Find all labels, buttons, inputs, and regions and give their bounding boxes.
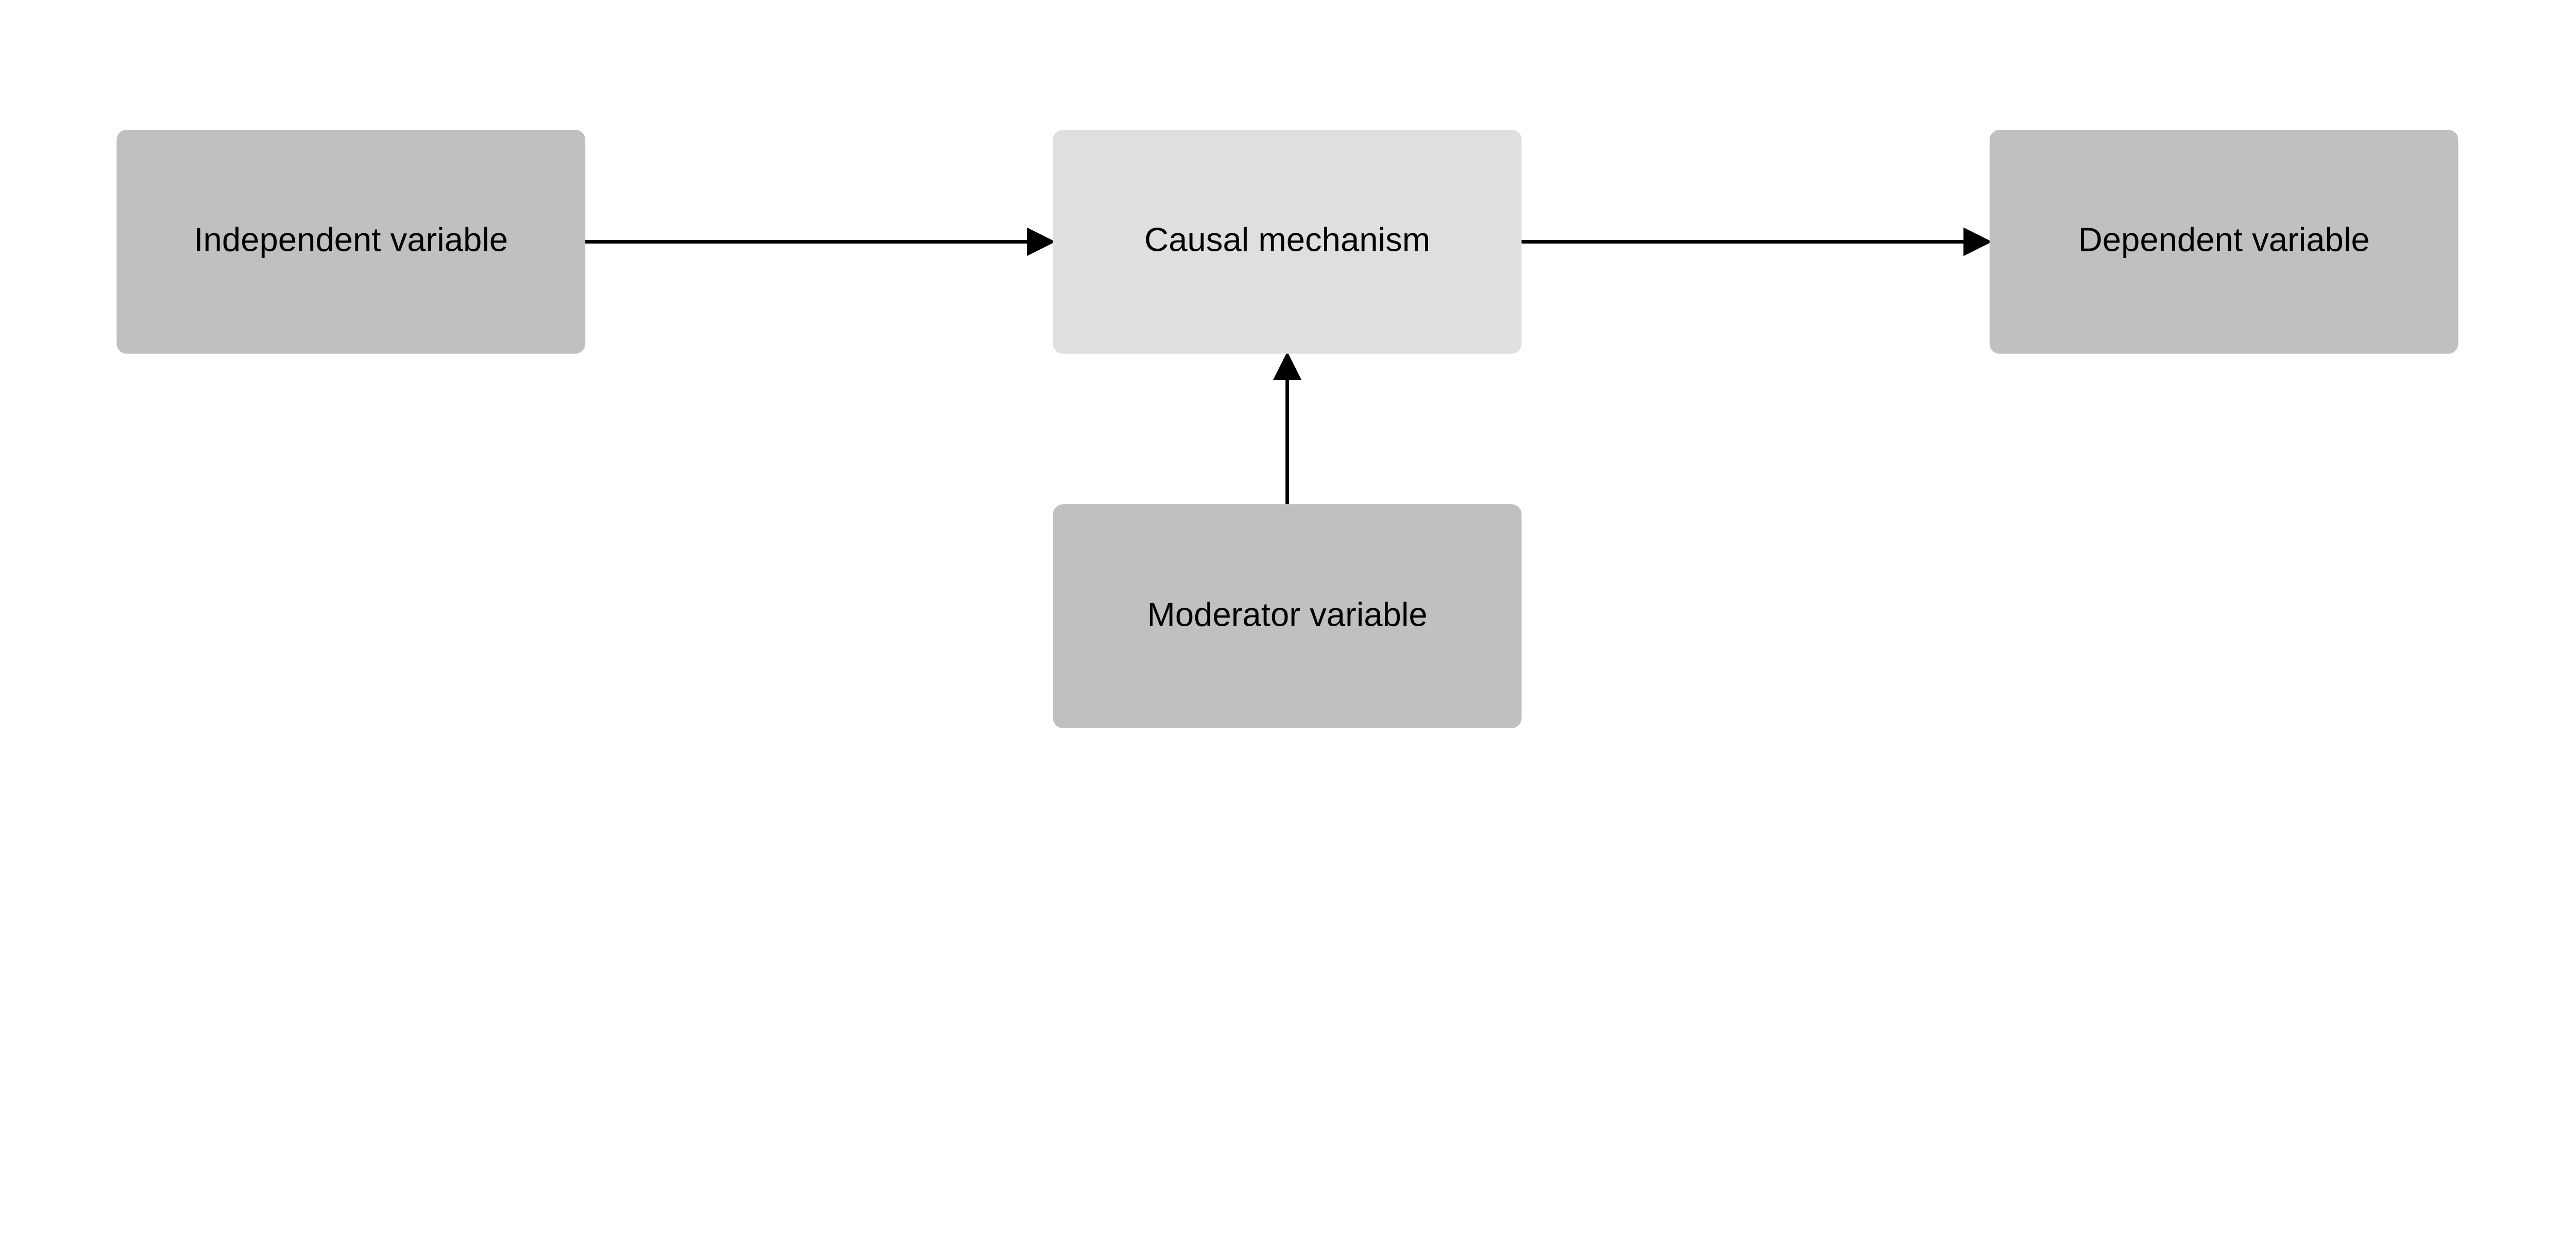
node-box: [116, 130, 586, 354]
node-label: Dependent variable: [2078, 220, 2370, 258]
node-box: [1053, 504, 1522, 728]
node-box: [1989, 130, 2459, 354]
node-box: [1053, 130, 1522, 354]
node-label: Moderator variable: [1147, 595, 1428, 633]
node-label: Independent variable: [194, 220, 508, 258]
node-dependent-variable: Dependent variable: [1989, 130, 2459, 354]
node-label: Causal mechanism: [1144, 220, 1430, 258]
causal-diagram: Independent variable Causal mechanism De…: [116, 130, 2459, 728]
node-causal-mechanism: Causal mechanism: [1053, 130, 1522, 354]
node-independent-variable: Independent variable: [116, 130, 586, 354]
node-moderator-variable: Moderator variable: [1053, 504, 1522, 728]
